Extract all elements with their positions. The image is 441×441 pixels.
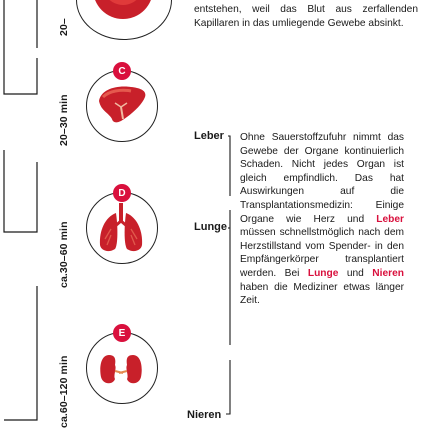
organ-circle-liver	[86, 70, 158, 142]
blood-organ-icon	[95, 0, 151, 19]
organ-circle-lungs	[86, 192, 158, 264]
main-paragraph: Ohne Sauerstoffzufuhr nimmt das Gewebe d…	[240, 132, 404, 307]
badge-e: E	[113, 324, 131, 342]
time-label-60-120: ca.60–120 min	[58, 355, 70, 428]
liver-icon	[99, 86, 146, 123]
organ-circle-top	[76, 0, 172, 40]
organ-label-nieren: Nieren	[187, 409, 222, 421]
highlight-leber: Leber	[376, 213, 404, 225]
label-brackets	[226, 135, 231, 415]
highlight-nieren: Nieren	[372, 267, 404, 279]
time-label-top: 20–	[58, 18, 70, 36]
highlight-lunge: Lunge	[307, 267, 339, 279]
top-paragraph: entstehen, weil das Blut aus zerfallende…	[194, 4, 418, 29]
lungs-icon	[99, 203, 143, 252]
time-label-30-60: ca.30–60 min	[58, 221, 70, 288]
kidneys-icon	[100, 355, 142, 384]
badge-d: D	[113, 184, 131, 202]
time-label-20-30: 20–30 min	[58, 94, 70, 146]
organ-label-lunge: Lunge	[194, 221, 227, 233]
timeline-lines	[3, 0, 38, 421]
organ-label-leber: Leber	[194, 130, 224, 142]
badge-c: C	[113, 62, 131, 80]
organ-circle-kidneys	[86, 332, 158, 404]
